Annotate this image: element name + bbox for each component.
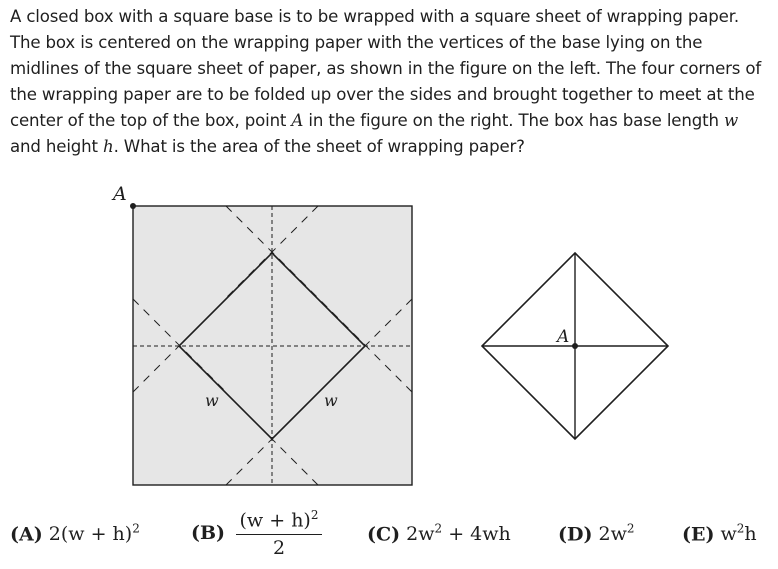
problem-text-segment: . What is the area of the sheet of wrapp… (113, 137, 525, 156)
choice-a-label: (A) (10, 523, 43, 546)
choice-e[interactable]: (E) w2h (682, 522, 757, 545)
left-figure: A w w (111, 183, 413, 486)
box-base (177, 251, 367, 441)
answer-choices: (A) 2(w + h)2 (B) (w + h)2 2 (C) 2w2 + 4… (0, 500, 778, 569)
wrapping-sheet (132, 205, 413, 486)
choice-c[interactable]: (C) 2w2 + 4wh (367, 522, 511, 545)
choice-d[interactable]: (D) 2w2 (558, 522, 635, 545)
problem-text: A closed box with a square base is to be… (10, 4, 772, 160)
center-label: A (555, 327, 569, 347)
corner-label: A (111, 183, 127, 205)
problem-statement: A closed box with a square base is to be… (10, 4, 772, 160)
right-figure: A (480, 251, 670, 441)
side-label-left: w (205, 391, 219, 410)
choice-c-label: (C) (367, 523, 401, 546)
figures: A w w A (111, 183, 670, 486)
problem-text-segment: and height (10, 137, 104, 156)
choice-b-numerator: (w + h)2 (236, 508, 322, 536)
choice-d-label: (D) (558, 523, 593, 546)
choice-b-label: (B) (191, 522, 226, 544)
choice-d-expr: 2w2 (598, 522, 635, 546)
corner-point (130, 203, 136, 209)
choice-b[interactable]: (B) (191, 522, 225, 544)
choice-b-fraction: (w + h)2 2 (236, 508, 322, 559)
choice-c-expr: 2w2 + 4wh (406, 522, 511, 546)
problem-text-segment: in the figure on the right. The box has … (303, 111, 724, 130)
choice-a[interactable]: (A) 2(w + h)2 (10, 522, 140, 545)
math-variable: w (723, 111, 739, 130)
side-label-right: w (324, 391, 338, 410)
problem-text-segment: A closed box with a square base is to be… (10, 7, 762, 130)
choice-e-label: (E) (682, 523, 715, 546)
choice-b-denominator: 2 (272, 537, 286, 560)
choice-a-expr: 2(w + h)2 (48, 522, 140, 546)
math-variable: A (291, 111, 304, 130)
choice-e-expr: w2h (720, 522, 757, 546)
math-variable: h (103, 137, 114, 156)
center-point (572, 343, 578, 349)
